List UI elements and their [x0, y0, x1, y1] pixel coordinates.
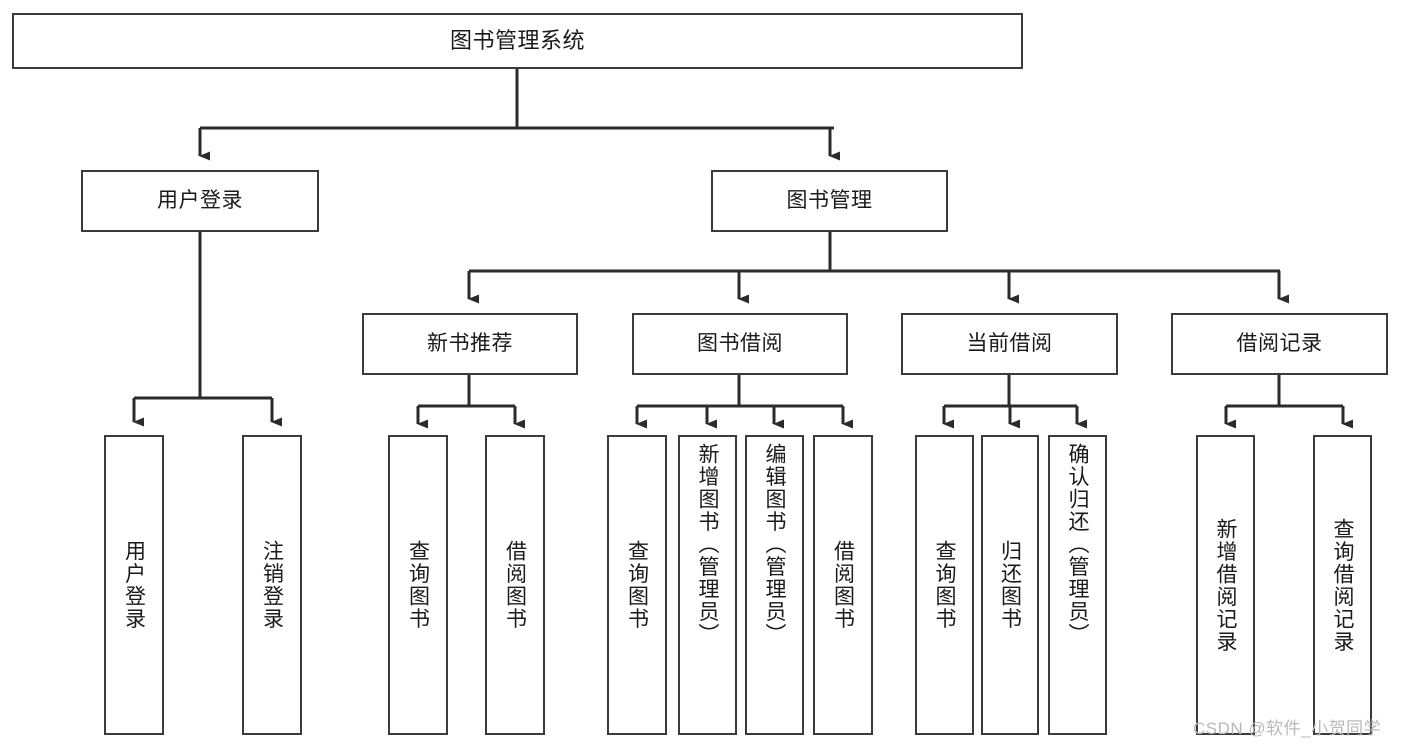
node-leaf-query-record[interactable]: 查询借阅记录 [1313, 435, 1372, 735]
node-new-book-rec-label: 新书推荐 [427, 332, 513, 356]
node-current-borrow-label: 当前借阅 [966, 332, 1053, 356]
node-leaf-user-login[interactable]: 用户登录 [104, 435, 164, 735]
node-new-book-rec[interactable]: 新书推荐 [362, 313, 578, 375]
node-user-login-label: 用户登录 [157, 189, 243, 213]
node-borrow-record[interactable]: 借阅记录 [1171, 313, 1388, 375]
node-leaf-query-book-2[interactable]: 查询图书 [607, 435, 667, 735]
node-leaf-borrow-book-1[interactable]: 借阅图书 [485, 435, 545, 735]
node-leaf-borrow-book-1-label: 借阅图书 [503, 540, 527, 630]
node-leaf-add-record[interactable]: 新增借阅记录 [1196, 435, 1255, 735]
node-leaf-logout-label: 注销登录 [260, 540, 284, 630]
node-leaf-borrow-book-2[interactable]: 借阅图书 [813, 435, 873, 735]
node-leaf-add-book[interactable]: 新增图书（管理员） [678, 435, 737, 735]
node-leaf-return-book-label: 归还图书 [998, 540, 1022, 630]
node-leaf-query-book-3[interactable]: 查询图书 [915, 435, 974, 735]
node-leaf-add-record-label: 新增借阅记录 [1214, 517, 1237, 653]
node-leaf-confirm-return-label: 确认归还（管理员） [1066, 443, 1089, 646]
node-leaf-return-book[interactable]: 归还图书 [981, 435, 1039, 735]
node-book-borrow-label: 图书借阅 [697, 332, 783, 356]
node-leaf-confirm-return[interactable]: 确认归还（管理员） [1048, 435, 1107, 735]
node-leaf-edit-book-label: 编辑图书（管理员） [763, 443, 786, 646]
node-book-manage-label: 图书管理 [786, 189, 873, 213]
node-leaf-query-book-3-label: 查询图书 [933, 540, 956, 630]
node-root-label: 图书管理系统 [449, 27, 585, 53]
node-book-manage[interactable]: 图书管理 [711, 170, 948, 232]
node-leaf-logout[interactable]: 注销登录 [242, 435, 302, 735]
node-leaf-query-book-2-label: 查询图书 [625, 540, 649, 630]
node-leaf-edit-book[interactable]: 编辑图书（管理员） [745, 435, 804, 735]
node-borrow-record-label: 借阅记录 [1236, 332, 1323, 356]
node-leaf-query-book-1[interactable]: 查询图书 [388, 435, 448, 735]
node-user-login[interactable]: 用户登录 [81, 170, 319, 232]
node-leaf-query-record-label: 查询借阅记录 [1331, 517, 1354, 653]
node-leaf-user-login-label: 用户登录 [122, 540, 146, 630]
node-root[interactable]: 图书管理系统 [12, 13, 1023, 69]
node-book-borrow[interactable]: 图书借阅 [632, 313, 848, 375]
node-leaf-query-book-1-label: 查询图书 [406, 540, 430, 630]
watermark-text: CSDN @软件_小贺同学 [1193, 719, 1382, 738]
node-leaf-add-book-label: 新增图书（管理员） [696, 443, 719, 646]
node-leaf-borrow-book-2-label: 借阅图书 [831, 540, 855, 630]
node-current-borrow[interactable]: 当前借阅 [901, 313, 1118, 375]
